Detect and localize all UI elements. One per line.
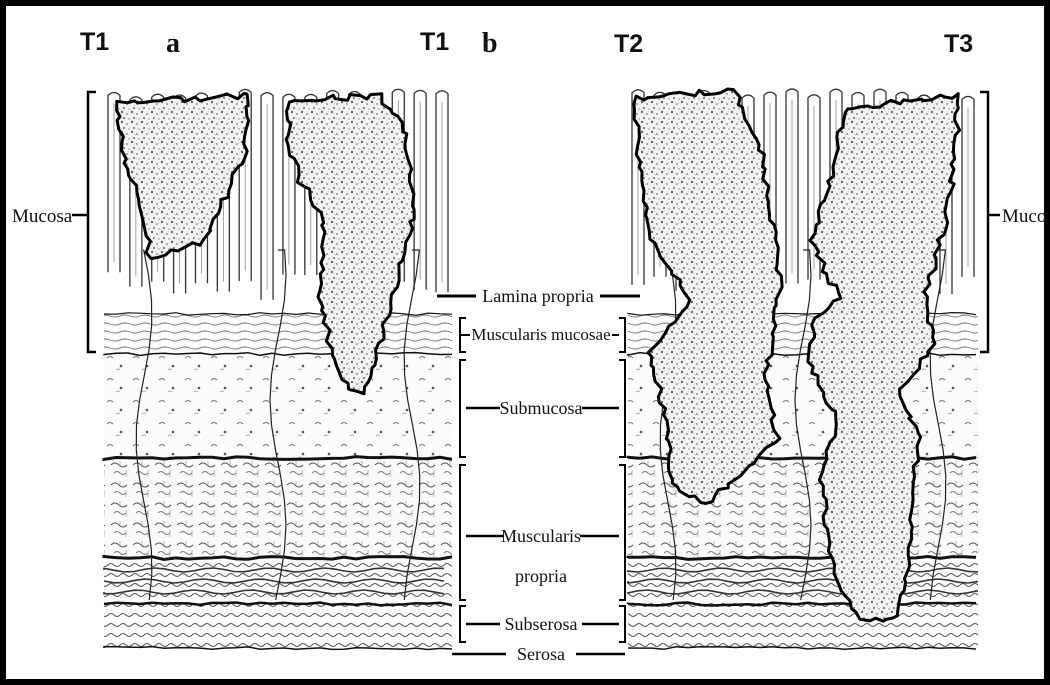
panel-label-a: a xyxy=(166,28,180,59)
muscularis-propria-label-line2: propria xyxy=(515,566,567,586)
stage-label-t2: T2 xyxy=(614,30,643,58)
stage-label-t3: T3 xyxy=(944,30,973,58)
lamina-propria-label: Lamina propria xyxy=(482,286,593,306)
mucosa-label-left: Mucosa xyxy=(12,206,73,227)
panel-b-tissue xyxy=(628,89,978,649)
panel-a-subserosa-band xyxy=(104,604,452,648)
stage-label-t1-middle: T1 xyxy=(420,28,449,56)
stage-label-t1-left: T1 xyxy=(80,28,109,56)
subserosa-label: Subserosa xyxy=(505,614,578,634)
muscularis-mucosae-label: Muscularis mucosae xyxy=(471,325,610,344)
panel-a-muscularis-propria-inner-band xyxy=(104,458,452,558)
submucosa-label: Submucosa xyxy=(500,398,583,418)
panel-b-subserosa-band xyxy=(628,604,978,648)
muscularis-propria-label-line1: Muscularis xyxy=(501,526,581,546)
panel-label-b: b xyxy=(482,28,498,59)
panel-a-submucosa-band xyxy=(104,354,452,458)
serosa-label: Serosa xyxy=(517,644,565,664)
mucosa-label-right: Muco xyxy=(1002,206,1046,227)
panel-a-tissue xyxy=(104,89,452,649)
